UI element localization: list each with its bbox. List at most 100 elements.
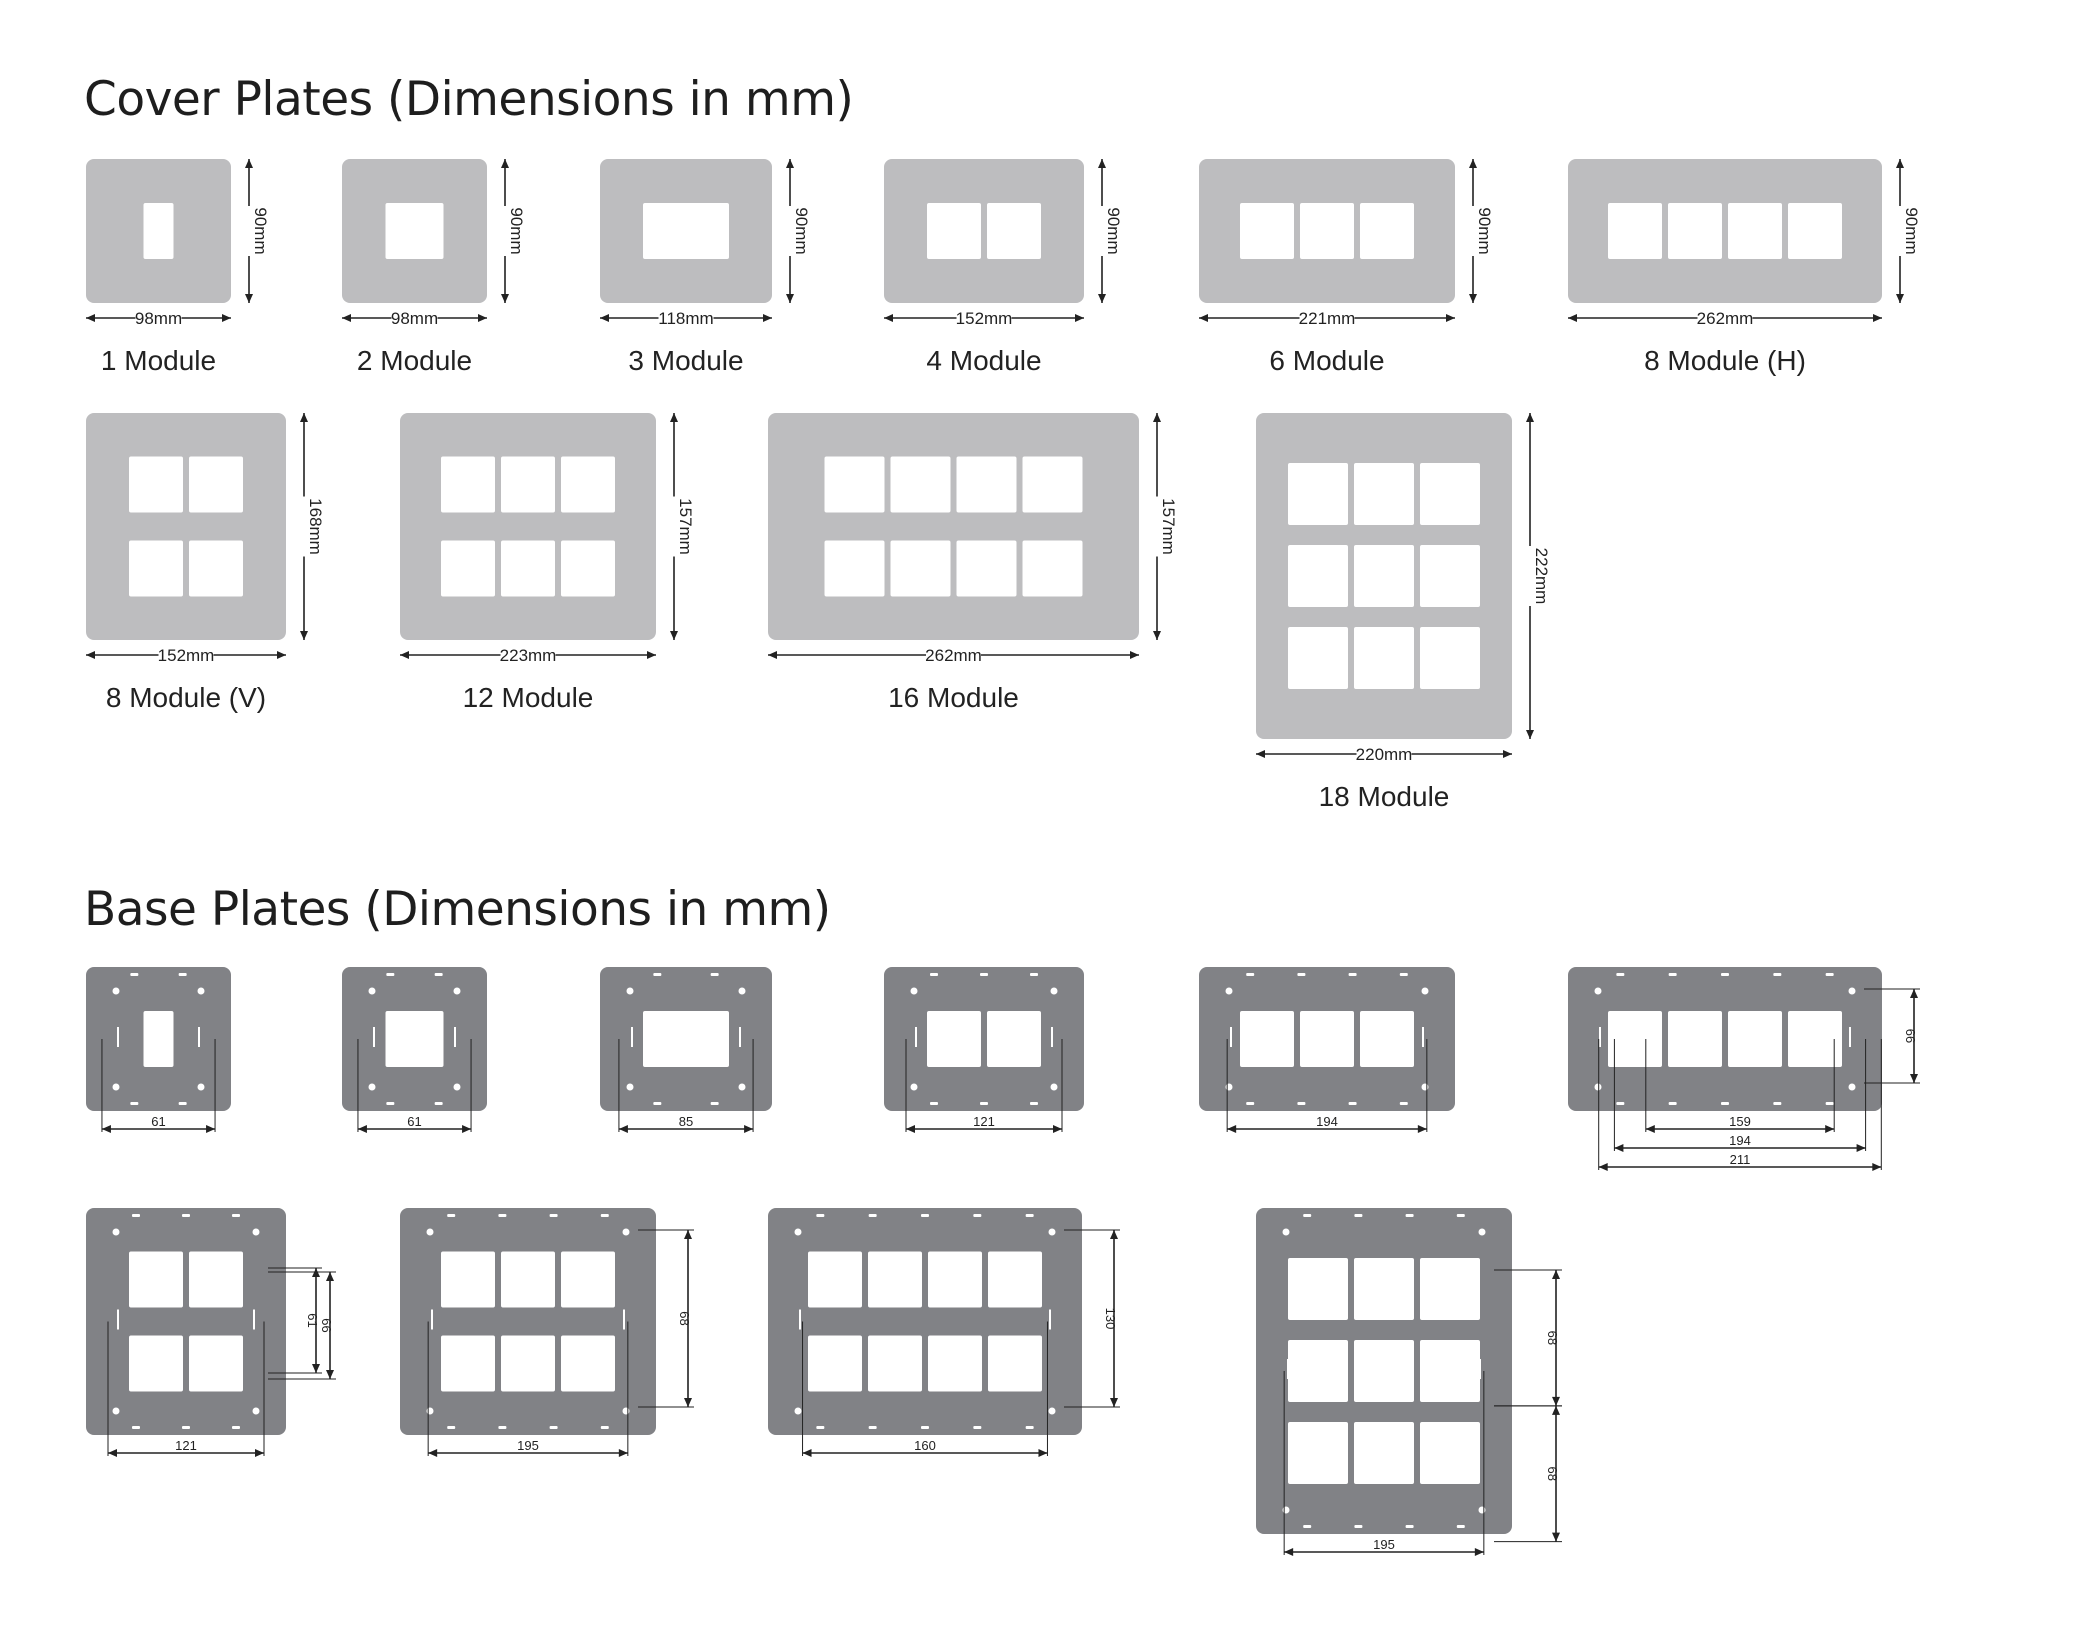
dimension-label-bg xyxy=(495,206,515,256)
width-dimension: 98mm xyxy=(391,309,438,328)
module-label: 2 Module xyxy=(357,345,472,376)
width-dimension: 98mm xyxy=(135,309,182,328)
module-cutout xyxy=(928,1335,982,1392)
mount-slot xyxy=(386,1102,395,1105)
base-plates-heading: Base Plates (Dimensions in mm) xyxy=(84,882,831,937)
arrowhead xyxy=(326,1272,334,1281)
module-cutout xyxy=(988,1335,1042,1392)
module-cutout xyxy=(927,203,981,259)
mount-slot xyxy=(980,973,988,976)
mount-slot xyxy=(130,973,139,976)
module-cutout xyxy=(1022,456,1083,513)
screw-hole xyxy=(426,1228,434,1236)
module-cutout xyxy=(441,1335,495,1392)
arrowhead xyxy=(501,159,509,168)
mount-slot xyxy=(710,973,719,976)
screw-hole xyxy=(910,1083,918,1091)
height-dimension: 90mm xyxy=(251,207,270,254)
mount-slot xyxy=(1354,1525,1363,1528)
height-dimension: 157mm xyxy=(676,498,695,555)
mount-slot xyxy=(1773,1102,1782,1105)
dimension-label-bg xyxy=(1092,206,1112,256)
arrowhead xyxy=(101,1125,111,1133)
module-cutout xyxy=(927,1011,981,1067)
arrowhead xyxy=(600,314,609,322)
module-cutout xyxy=(1300,203,1354,259)
module-label: 1 Module xyxy=(101,345,216,376)
screw-hole xyxy=(453,1083,461,1091)
module-cutout xyxy=(1354,627,1414,689)
screw-hole xyxy=(622,1228,630,1236)
arrowhead xyxy=(1098,294,1106,303)
base-dimension: 195 xyxy=(1373,1537,1395,1552)
arrowhead xyxy=(618,1449,628,1457)
screw-hole xyxy=(622,1407,630,1415)
dimension-label-bg xyxy=(294,496,314,557)
module-cutout xyxy=(1420,1422,1480,1484)
height-dimension: 90mm xyxy=(1104,207,1123,254)
mount-slot xyxy=(600,1214,609,1217)
dimension-label-bg xyxy=(926,645,981,665)
mount-slot xyxy=(132,1426,140,1429)
module-cutout xyxy=(1354,1258,1414,1320)
module-cutout xyxy=(561,1251,615,1308)
module-cutout xyxy=(1300,1011,1354,1067)
arrowhead xyxy=(1873,314,1882,322)
mount-slot xyxy=(973,1426,982,1429)
arrowhead xyxy=(786,159,794,168)
arrowhead xyxy=(501,294,509,303)
mount-slot xyxy=(930,1102,938,1105)
module-cutout xyxy=(987,203,1041,259)
module-cutout xyxy=(987,1011,1041,1067)
screw-hole xyxy=(1282,1228,1290,1236)
arrowhead xyxy=(400,651,409,659)
screw-hole xyxy=(112,987,120,995)
base-vertical-dimension: 61 xyxy=(305,1313,320,1327)
mount-slot xyxy=(178,1102,187,1105)
module-cutout xyxy=(1608,1011,1662,1067)
mount-slot xyxy=(132,1214,140,1217)
screw-hole xyxy=(794,1228,802,1236)
arrowhead xyxy=(1910,1074,1918,1083)
base-dimension: 121 xyxy=(973,1114,995,1129)
arrowhead xyxy=(670,413,678,422)
module-cutout xyxy=(385,203,444,259)
module-cutout xyxy=(1240,203,1294,259)
module-cutout xyxy=(1354,1422,1414,1484)
mount-slot xyxy=(1348,973,1357,976)
arrowhead xyxy=(222,314,231,322)
arrowhead xyxy=(462,1125,472,1133)
module-cutout xyxy=(501,540,555,597)
arrowhead xyxy=(206,1125,216,1133)
base-vertical-dimension: 68 xyxy=(1545,1467,1560,1481)
width-dimension: 262mm xyxy=(925,646,982,665)
arrowhead xyxy=(1098,159,1106,168)
cover-plate-1: 98mm 90mm 1 Module xyxy=(86,159,270,376)
base-plate-5: 194 xyxy=(1199,967,1455,1133)
mount-slot xyxy=(1303,1214,1312,1217)
arrowhead xyxy=(1552,1396,1560,1406)
arrowhead xyxy=(255,1449,264,1457)
screw-hole xyxy=(1048,1228,1056,1236)
module-cutout xyxy=(824,456,885,513)
mount-slot xyxy=(1399,1102,1408,1105)
mount-slot xyxy=(1354,1214,1363,1217)
mount-slot xyxy=(1616,1102,1625,1105)
module-cutout xyxy=(1288,1258,1348,1320)
mount-slot xyxy=(1773,973,1782,976)
arrowhead xyxy=(1503,750,1512,758)
base-dimension: 159 xyxy=(1729,1114,1751,1129)
module-cutout xyxy=(1728,203,1782,259)
module-label: 8 Module (V) xyxy=(106,682,266,713)
width-dimension: 152mm xyxy=(956,309,1013,328)
arrowhead xyxy=(786,294,794,303)
arrowhead xyxy=(478,314,487,322)
mount-slot xyxy=(1668,1102,1677,1105)
screw-hole xyxy=(1594,1083,1602,1091)
arrowhead xyxy=(1568,314,1577,322)
